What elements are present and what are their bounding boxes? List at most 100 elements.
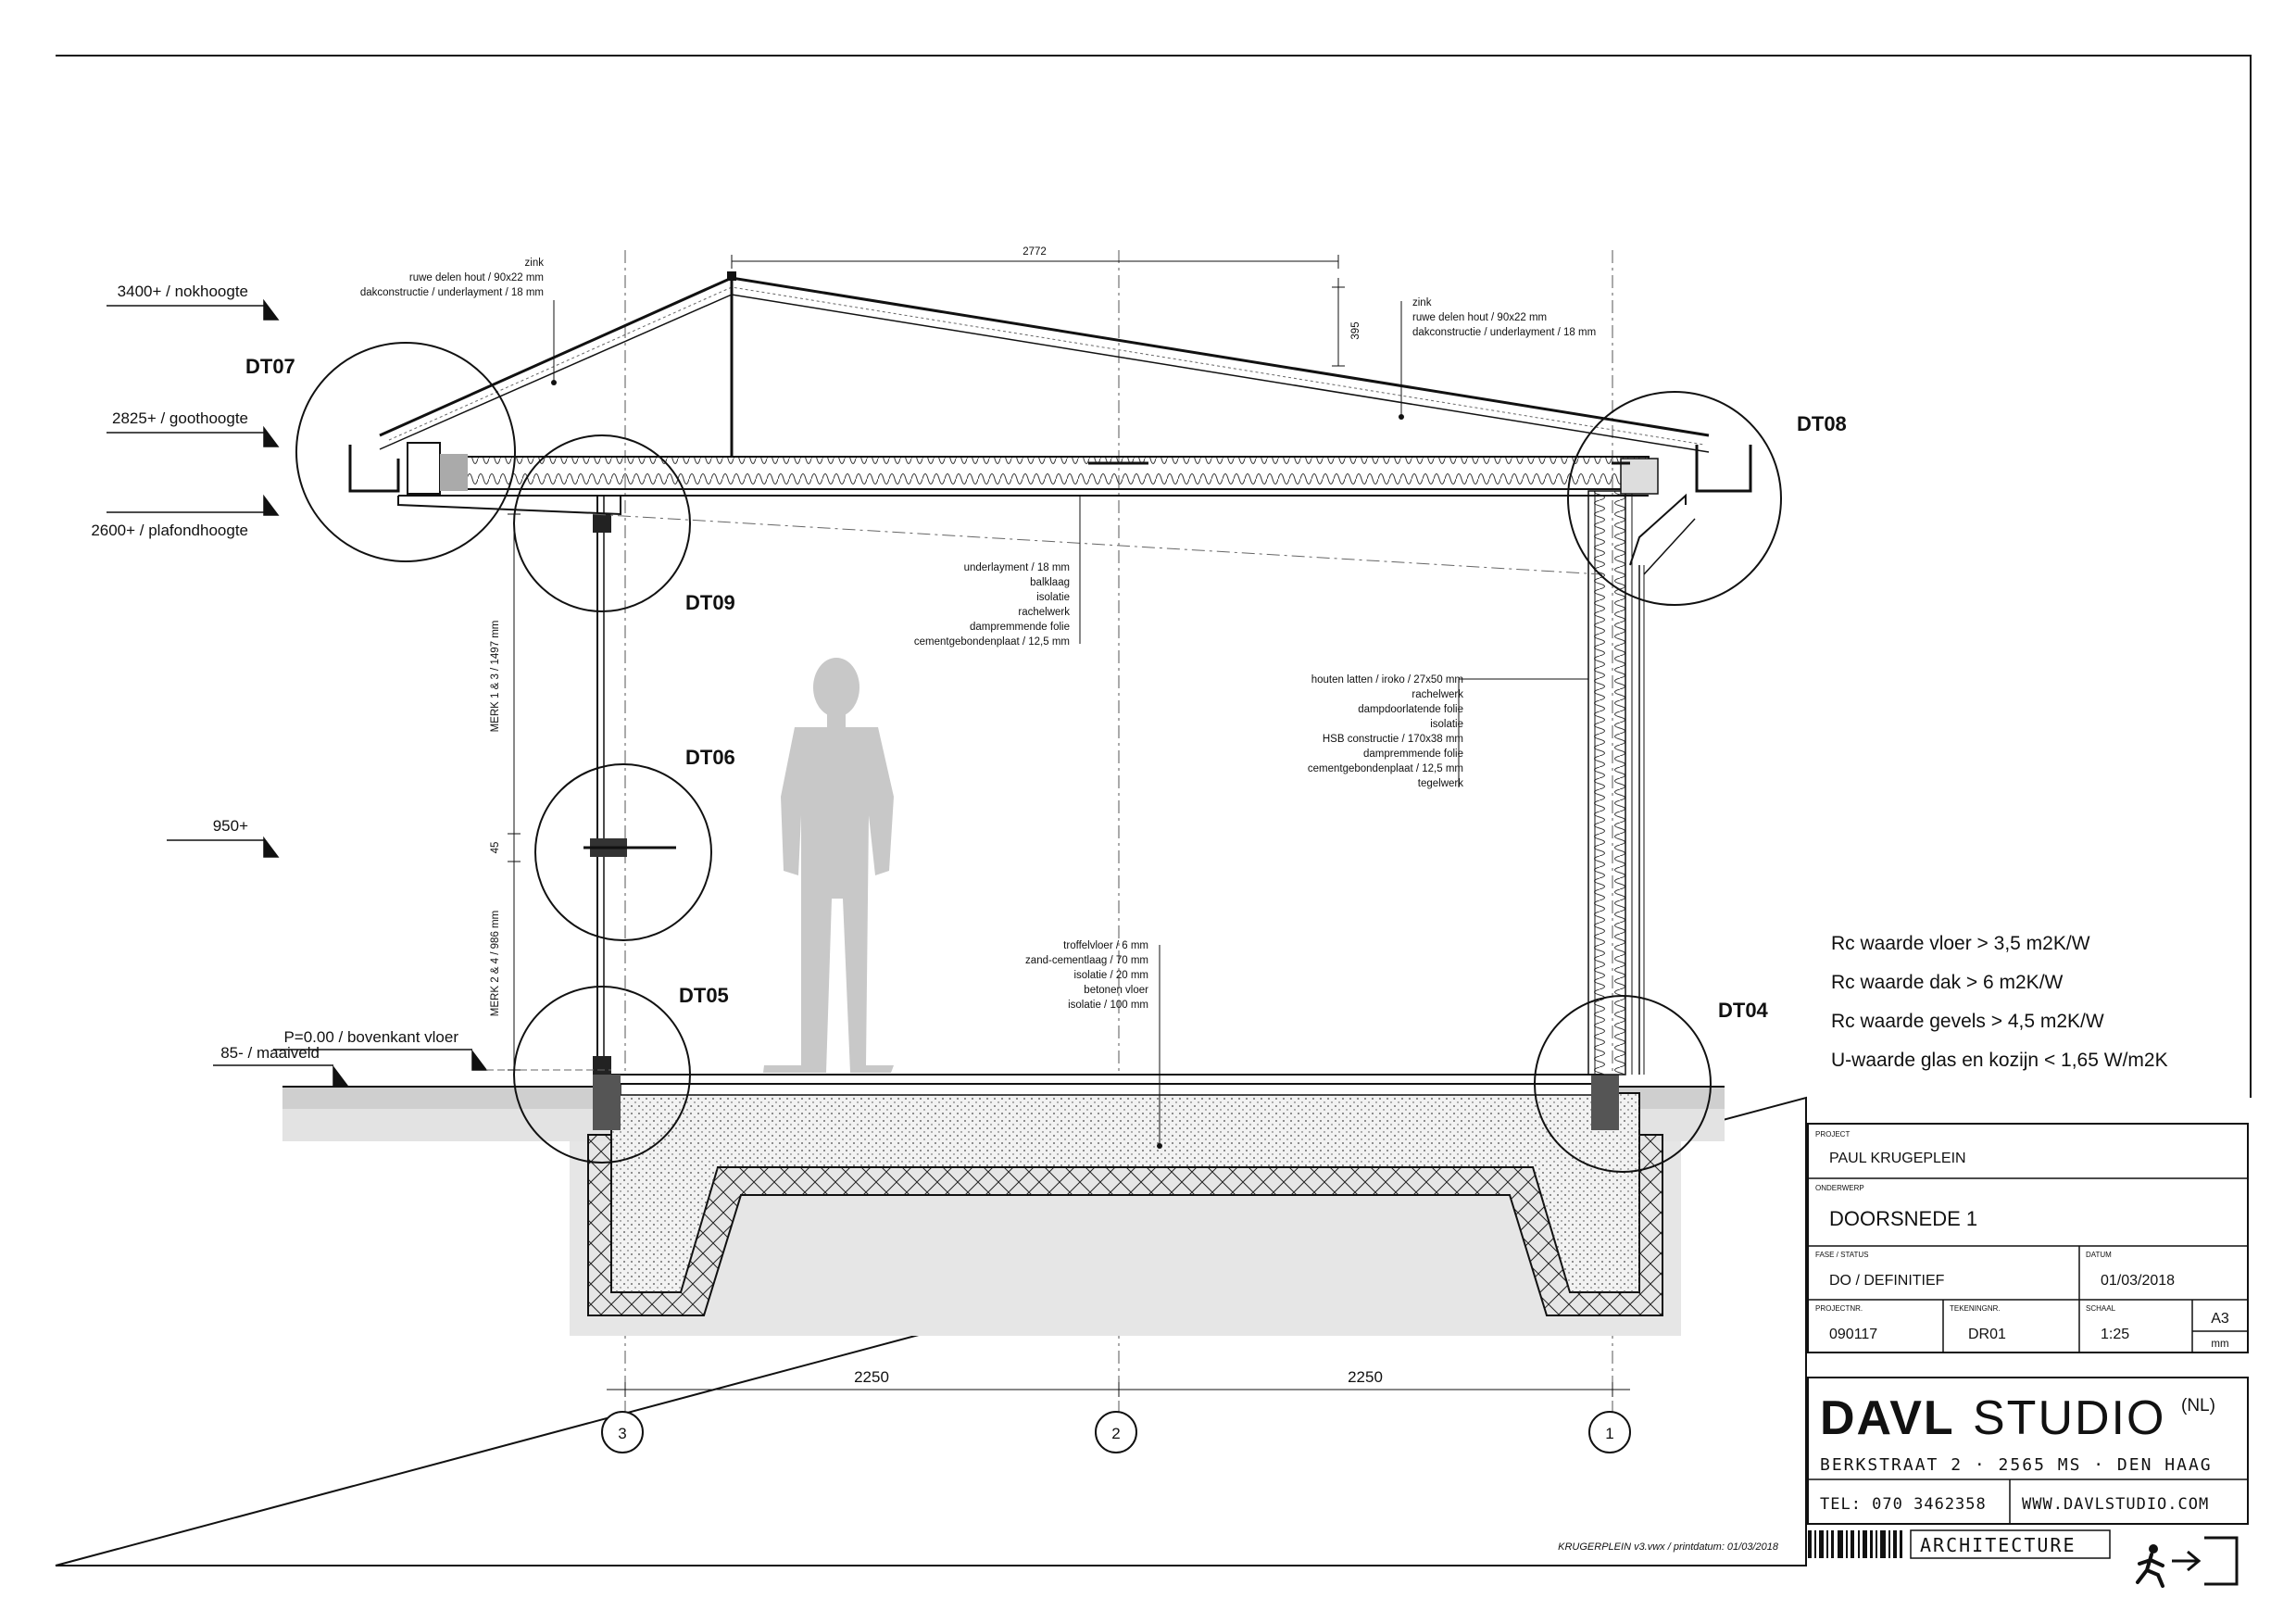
wall-3: dampdoorlatende folie: [1358, 704, 1463, 715]
tb-subject-label: ONDERWERP: [1815, 1184, 1864, 1192]
level-950: 950+: [213, 817, 248, 835]
wall-4: isolatie: [1430, 719, 1463, 730]
wall-7: cementgebondenplaat / 12,5 mm: [1308, 763, 1463, 774]
studio-name-bold: DAVL: [1820, 1391, 1955, 1445]
ceiling-slab: [397, 456, 1650, 575]
dimension-window: MERK 1 & 3 / 1497 mm 45 MERK 2 & 4 / 986…: [490, 513, 521, 1071]
window-frame: [583, 496, 676, 1075]
foundation: [587, 1074, 1663, 1316]
roof-right-2: ruwe delen hout / 90x22 mm: [1412, 312, 1547, 323]
tb-drawnr: DR01: [1968, 1327, 2006, 1342]
ceiling-2: balklaag: [1030, 577, 1070, 588]
floor-5: isolatie / 100 mm: [1068, 1000, 1148, 1011]
roof-annotation-right: zink ruwe delen hout / 90x22 mm dakconst…: [1400, 297, 1596, 417]
grid-label-2: 2: [1111, 1425, 1120, 1442]
roof-left-2: ruwe delen hout / 90x22 mm: [409, 272, 544, 283]
roof-right-3: dakconstructie / underlayment / 18 mm: [1412, 327, 1596, 338]
level-plafondhoogte: 2600+ / plafondhoogte: [91, 522, 248, 539]
wall-annotation: houten latten / iroko / 27x50 mm rachelw…: [1308, 674, 1588, 789]
studio-tagline: ARCHITECTURE: [1920, 1534, 2076, 1556]
label-dt06: DT06: [685, 746, 735, 769]
dim-top: 2772: [1023, 246, 1047, 258]
level-goothoogte: 2825+ / goothoogte: [112, 409, 248, 427]
studio-phone: TEL: 070 3462358: [1820, 1495, 1987, 1514]
roof: [379, 271, 1710, 465]
floor-annotation: troffelvloer / 6 mm zand-cementlaag / 70…: [1025, 940, 1161, 1146]
tb-phase-label: FASE / STATUS: [1815, 1251, 1869, 1259]
wall-6: dampremmende folie: [1363, 749, 1463, 760]
rc-glas: U-waarde glas en kozijn < 1,65 W/m2K: [1831, 1050, 2168, 1071]
tb-scale-label: SCHAAL: [2086, 1304, 2116, 1313]
barcode: [1808, 1530, 1902, 1558]
roof-annotation-left: zink ruwe delen hout / 90x22 mm dakconst…: [360, 258, 555, 383]
level-maaiveld: 85- / maaiveld: [220, 1044, 320, 1062]
tb-date-label: DATUM: [2086, 1251, 2112, 1259]
label-dt04: DT04: [1718, 999, 1769, 1022]
exit-icon: [2136, 1536, 2239, 1588]
tb-phase: DO / DEFINITIEF: [1829, 1273, 1945, 1289]
ceiling-1: underlayment / 18 mm: [964, 562, 1070, 573]
tb-scale: 1:25: [2101, 1327, 2129, 1342]
rc-dak: Rc waarde dak > 6 m2K/W: [1831, 972, 2064, 993]
dimension-top: 2772 395: [731, 246, 1361, 367]
studio-country: (NL): [2181, 1396, 2215, 1415]
dim-height: 395: [1350, 321, 1361, 339]
studio-web: WWW.DAVLSTUDIO.COM: [2022, 1495, 2209, 1514]
grid-label-3: 3: [618, 1425, 626, 1442]
level-markers: 3400+ / nokhoogte 2825+ / goothoogte 260…: [91, 283, 611, 1087]
dim-span-right: 2250: [1348, 1368, 1383, 1386]
studio-name-light: STUDIO: [1973, 1391, 2165, 1445]
wall-2: rachelwerk: [1411, 689, 1463, 700]
tagline-box: ARCHITECTURE: [1910, 1529, 2111, 1559]
footer-filename: KRUGERPLEIN v3.vwx / printdatum: 01/03/2…: [1558, 1541, 1779, 1553]
roof-left-3: dakconstructie / underlayment / 18 mm: [360, 287, 544, 298]
ceiling-3: isolatie: [1036, 592, 1070, 603]
tb-drawnr-label: TEKENINGNR.: [1950, 1304, 2001, 1313]
label-dt07: DT07: [245, 355, 295, 378]
dim-merk-bottom: MERK 2 & 4 / 986 mm: [490, 911, 501, 1016]
ceiling-6: cementgebondenplaat / 12,5 mm: [914, 636, 1070, 648]
wall-5: HSB constructie / 170x38 mm: [1323, 734, 1463, 745]
tb-date: 01/03/2018: [2101, 1273, 2175, 1289]
dim-merk-top: MERK 1 & 3 / 1497 mm: [490, 621, 501, 733]
grid-bubbles: 3 2 1: [601, 1411, 1631, 1453]
ceiling-5: dampremmende folie: [970, 622, 1070, 633]
left-gutter: [348, 442, 468, 495]
tb-projnr: 090117: [1829, 1327, 1877, 1342]
label-dt08: DT08: [1797, 412, 1847, 435]
ceiling-4: rachelwerk: [1018, 607, 1070, 618]
floor-2: zand-cementlaag / 70 mm: [1025, 955, 1148, 966]
right-gutter: [1620, 445, 1752, 495]
wall-1: houten latten / iroko / 27x50 mm: [1311, 674, 1463, 686]
floor-1: troffelvloer / 6 mm: [1063, 940, 1148, 951]
floor-3: isolatie / 20 mm: [1073, 970, 1148, 981]
roof-right-1: zink: [1412, 297, 1432, 308]
floor-4: betonen vloer: [1084, 985, 1148, 996]
studio-block: DAVL STUDIO (NL) BERKSTRAAT 2 · 2565 MS …: [1807, 1377, 2249, 1525]
grid-label-1: 1: [1605, 1425, 1613, 1442]
rc-gevels: Rc waarde gevels > 4,5 m2K/W: [1831, 1011, 2104, 1032]
right-wall: [1587, 490, 1696, 1076]
tb-paper: A3: [2211, 1311, 2229, 1327]
roof-left-1: zink: [525, 258, 545, 269]
dim-merk-mid: 45: [490, 842, 501, 854]
label-dt05: DT05: [679, 984, 729, 1007]
human-figure: [763, 658, 894, 1073]
studio-address: BERKSTRAAT 2 · 2565 MS · DEN HAAG: [1820, 1455, 2213, 1475]
dimension-spans: 2250 2250: [607, 1368, 1630, 1397]
wall-8: tegelwerk: [1418, 778, 1463, 789]
level-vloer: P=0.00 / bovenkant vloer: [283, 1028, 458, 1046]
tb-unit: mm: [2211, 1339, 2228, 1350]
rc-values: Rc waarde vloer > 3,5 m2K/W Rc waarde da…: [1831, 933, 2168, 1071]
ceiling-annotation: underlayment / 18 mm balklaag isolatie r…: [914, 496, 1081, 648]
tb-project: PAUL KRUGEPLEIN: [1829, 1151, 1966, 1166]
title-block: PROJECT PAUL KRUGEPLEIN ONDERWERP DOORSN…: [1807, 1123, 2249, 1353]
detail-labels: DT07 DT09 DT06 DT05 DT08 DT04: [245, 355, 1847, 1022]
rc-vloer: Rc waarde vloer > 3,5 m2K/W: [1831, 933, 2090, 954]
tb-subject: DOORSNEDE 1: [1829, 1207, 1977, 1230]
tb-project-label: PROJECT: [1815, 1130, 1850, 1139]
level-nokhoogte: 3400+ / nokhoogte: [118, 283, 248, 300]
label-dt09: DT09: [685, 591, 735, 614]
dim-span-left: 2250: [854, 1368, 889, 1386]
